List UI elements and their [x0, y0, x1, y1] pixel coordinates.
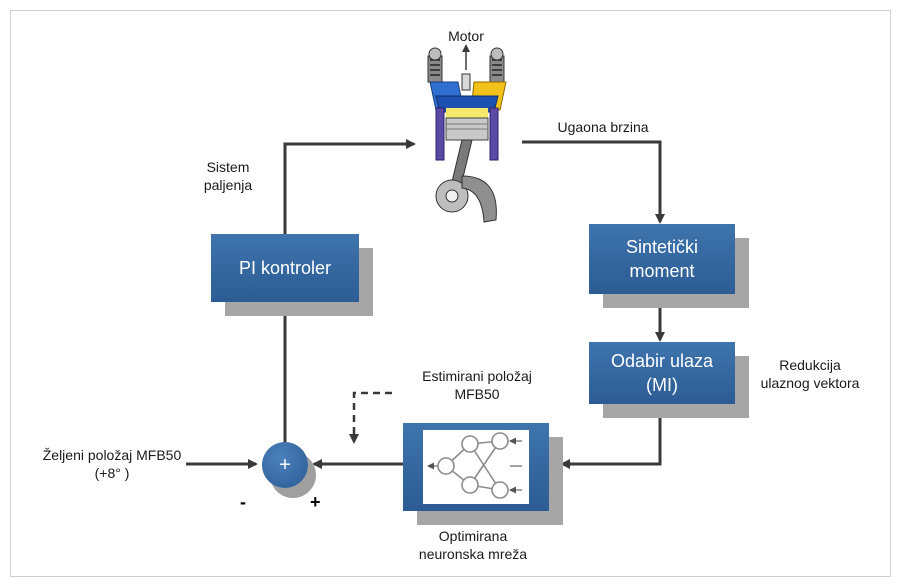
arrow-selection-to-nn: [560, 402, 662, 469]
arrow-engine-to-torque: [522, 140, 665, 224]
pi-controller-block: PI kontroler: [211, 234, 359, 302]
reduction-label: Redukcija ulaznog vektora: [760, 357, 860, 391]
engine-icon: [427, 47, 507, 223]
arrow-estimated-dashed: [349, 391, 392, 444]
motor-label: Motor: [448, 28, 484, 44]
summing-node-symbol: +: [279, 453, 291, 476]
minus-sign: -: [240, 492, 246, 512]
neural-network-caption: Optimirana neuronska mreža: [418, 528, 528, 562]
synthetic-torque-block: Sintetički moment: [589, 224, 735, 294]
ignition-label: Sistem paljenja: [203, 159, 253, 193]
input-selection-block: Odabir ulaza (MI): [589, 342, 735, 404]
synthetic-torque-label: Sintetički moment: [625, 237, 699, 281]
input-selection-label: Odabir ulaza (MI): [610, 351, 714, 395]
plus-sign: +: [310, 492, 321, 512]
pi-controller-label: PI kontroler: [238, 258, 332, 278]
arrow-pi-to-engine: [283, 139, 416, 234]
summing-node: +: [262, 442, 308, 488]
estimated-position-label: Estimirani položaj MFB50: [422, 368, 532, 402]
angular-speed-label: Ugaona brzina: [557, 119, 649, 135]
desired-position-label: Željeni položaj MFB50 (+8° ): [42, 447, 182, 481]
